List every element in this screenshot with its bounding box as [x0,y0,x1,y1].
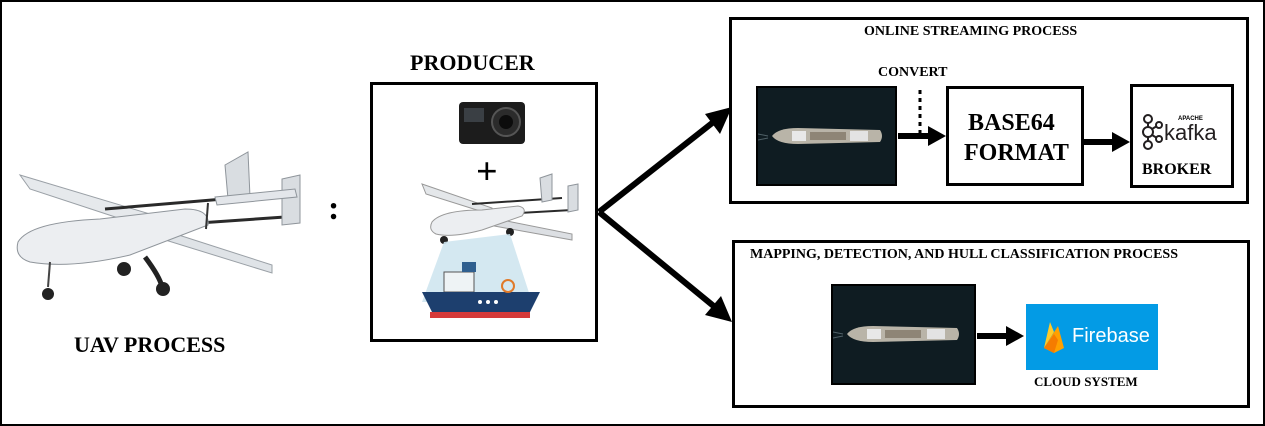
arrow-head-broker [1112,132,1130,152]
convert-label: CONVERT [878,65,948,80]
arrow-to-mapping [597,209,718,311]
drone-boat-illustration [421,173,579,318]
arrow-head-streaming [705,107,732,134]
firebase-logo-text: Firebase [1072,325,1150,347]
plus-sign: + [476,151,498,193]
camera-icon [459,102,525,144]
colon-separator: : [328,190,340,227]
arrow-head-firebase [1006,326,1024,346]
producer-title: PRODUCER [410,50,535,75]
cloud-system-label: CLOUD SYSTEM [1034,374,1138,389]
base64-format-box [946,86,1084,186]
kafka-logo-icon [1142,114,1163,150]
ship-image-mapping [831,284,976,385]
ship-image-streaming [756,86,897,186]
uav-process-label: UAV PROCESS [74,332,226,357]
arrow-head-base64 [928,126,946,146]
broker-box [1130,84,1234,188]
mapping-process-box [732,240,1250,408]
firebase-flame-icon [1044,322,1064,353]
arrow-to-streaming [597,117,718,215]
streaming-process-title: ONLINE STREAMING PROCESS [864,24,1078,39]
broker-label: BROKER [1142,161,1212,178]
kafka-logo-small-text: APACHE [1178,116,1203,122]
mapping-process-title: MAPPING, DETECTION, AND HULL CLASSIFICAT… [750,247,1178,262]
kafka-logo-text: kafka [1164,120,1217,145]
format-label: FORMAT [964,140,1069,166]
base64-label: BASE64 [968,110,1055,136]
arrow-head-mapping [705,296,732,322]
uav-drone-image [16,151,301,300]
